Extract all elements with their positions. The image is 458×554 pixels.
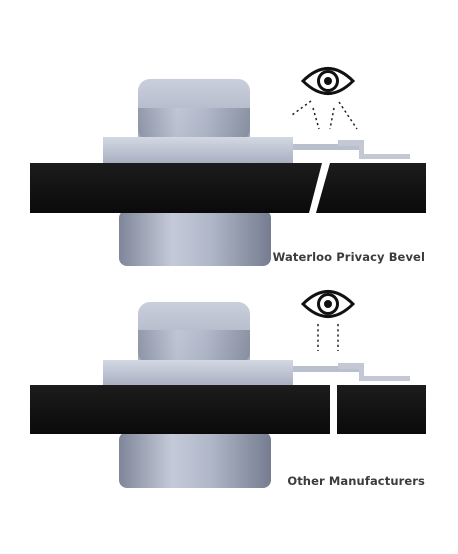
caption-other-manufacturers: Other Manufacturers bbox=[287, 474, 425, 488]
panel-left bbox=[30, 385, 330, 434]
strike-plate bbox=[338, 363, 410, 381]
panel-right bbox=[316, 163, 426, 213]
strike-plate bbox=[338, 140, 410, 159]
flange bbox=[103, 137, 293, 163]
lower-cylinder bbox=[119, 432, 271, 488]
privacy-bevel-assembly bbox=[30, 67, 426, 266]
panel-left bbox=[30, 163, 322, 213]
lower-cylinder bbox=[119, 210, 271, 266]
standard-assembly bbox=[30, 290, 426, 488]
latch-bar bbox=[293, 366, 359, 372]
latch-bar bbox=[293, 144, 359, 150]
flange bbox=[103, 360, 293, 385]
caption-privacy-bevel: Waterloo Privacy Bevel bbox=[272, 250, 425, 264]
sight-lines bbox=[317, 324, 339, 351]
eye-icon bbox=[300, 290, 356, 318]
sight-lines bbox=[291, 100, 358, 130]
eye-icon bbox=[300, 67, 356, 95]
panel-right bbox=[337, 385, 426, 434]
